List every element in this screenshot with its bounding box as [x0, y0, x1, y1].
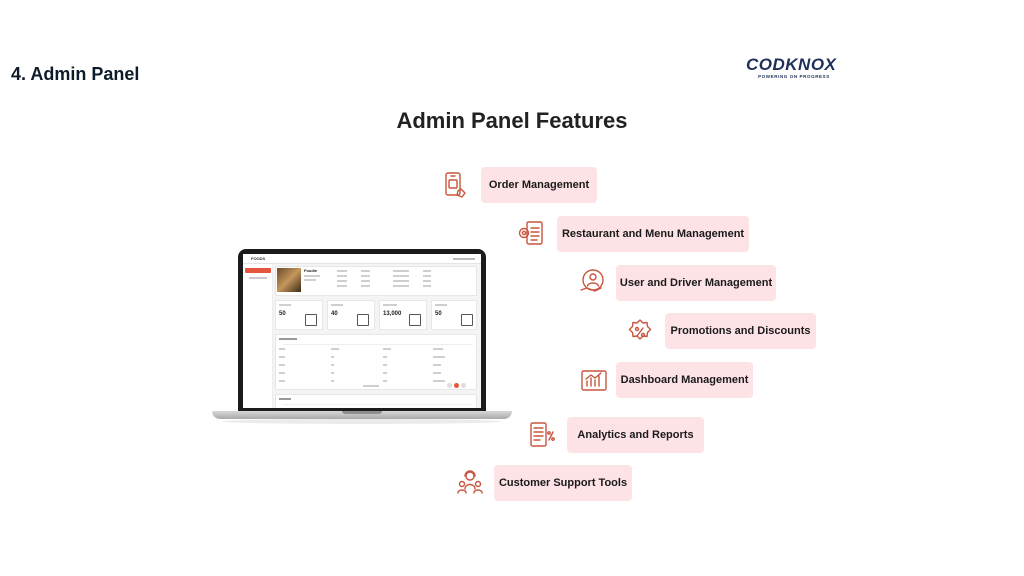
support-team-icon: [456, 469, 484, 497]
laptop-base: [212, 411, 512, 419]
screen-topbar: FOODS: [243, 254, 481, 264]
mobile-order-icon: [441, 171, 469, 199]
screen-table-cell: [383, 372, 387, 374]
bag-icon: [305, 314, 317, 326]
screen-stat-label: [331, 304, 343, 306]
screen-info-line: [337, 285, 347, 287]
screen-bottom-title: [279, 398, 291, 400]
feature-customer-support-tools: Customer Support Tools: [494, 465, 632, 501]
screen-sidebar-item: [249, 277, 267, 279]
screen-stat-label: [435, 304, 447, 306]
ticket-icon: [461, 314, 473, 326]
screen-table-cell: [383, 356, 387, 358]
laptop-shadow: [222, 419, 502, 424]
menu-settings-icon: [517, 219, 545, 247]
feature-dashboard-management: Dashboard Management: [616, 362, 753, 398]
report-percent-icon: [528, 421, 556, 449]
screen-stat-value: 40: [331, 311, 338, 317]
screen-stat-value: 50: [435, 311, 442, 317]
feature-promotions-discounts: Promotions and Discounts: [665, 313, 816, 349]
screen-info-line: [337, 270, 347, 272]
screen-table-divider: [283, 344, 473, 345]
screen-table-cell: [383, 380, 387, 382]
screen-info-line: [361, 280, 370, 282]
screen-table-cell: [433, 348, 443, 350]
screen-user-info: [453, 258, 475, 260]
features-heading-text: Admin Panel Features: [396, 108, 628, 133]
feature-order-management: Order Management: [481, 167, 597, 203]
screen-info-line: [337, 275, 347, 277]
dashboard-chart-icon: [580, 367, 608, 395]
screen-brand: FOODS: [251, 256, 266, 261]
slide-title: 4. Admin Panel: [11, 64, 140, 84]
screen-pager-dot: [447, 383, 452, 388]
screen-stat-label: [279, 304, 291, 306]
screen-sidebar: [243, 264, 273, 408]
screen-table-cell: [433, 380, 445, 382]
screen-info-line: [361, 270, 370, 272]
screen-table-cell: [279, 356, 285, 358]
screen-table-cell: [383, 364, 387, 366]
logo-tagline: POWERING ON PROGRESS: [758, 74, 830, 79]
screen-bottom-card: [275, 394, 477, 408]
screen-info-line: [423, 275, 431, 277]
screen-pager-text: [363, 385, 379, 387]
screen-sidebar-active: [245, 268, 271, 273]
building-icon: [409, 314, 421, 326]
features-heading: Admin Panel Features: [0, 108, 1024, 134]
screen-info-line: [361, 275, 370, 277]
screen-table-title: [279, 338, 297, 340]
feature-user-driver-management: User and Driver Management: [616, 265, 776, 301]
percent-badge-icon: [626, 318, 654, 346]
screen-restaurant-name: Foodie: [304, 268, 318, 273]
screen-table-cell: [279, 372, 285, 374]
screen-stat-label: [383, 304, 397, 306]
screen-restaurant-card: [275, 266, 477, 296]
screen-bottom-divider: [283, 404, 473, 405]
screen-restaurant-image: [277, 268, 301, 292]
laptop-screen-bezel: FOODS Foodie: [238, 249, 486, 411]
screen-info-line: [393, 280, 409, 282]
laptop-mockup: FOODS Foodie: [212, 249, 512, 425]
screen-table-cell: [383, 348, 391, 350]
screen-table-cell: [331, 380, 334, 382]
screen-table-cell: [433, 364, 441, 366]
feature-analytics-reports: Analytics and Reports: [567, 417, 704, 453]
screen-info-line: [393, 275, 409, 277]
screen-table-cell: [331, 348, 339, 350]
screen-info-line: [393, 270, 409, 272]
screen-info-line: [361, 285, 370, 287]
screen-info-line: [304, 275, 320, 277]
screen-table-cell: [331, 372, 334, 374]
feature-restaurant-menu-management: Restaurant and Menu Management: [557, 216, 749, 252]
screen-pager-dot: [461, 383, 466, 388]
screen-table-cell: [279, 364, 285, 366]
screen-table-cell: [331, 364, 334, 366]
screen-info-line: [423, 280, 431, 282]
screen-pager-dot-active: [454, 383, 459, 388]
screen-table-cell: [433, 356, 445, 358]
screen-table-cell: [279, 380, 285, 382]
user-hand-icon: [579, 268, 607, 296]
screen-info-line: [304, 279, 316, 281]
screen-info-line: [423, 285, 431, 287]
laptop-screen: FOODS Foodie: [243, 254, 481, 408]
screen-info-line: [337, 280, 347, 282]
screen-stat-value: 13,000: [383, 311, 402, 317]
screen-stat-value: 50: [279, 311, 286, 317]
menu-book-icon: [357, 314, 369, 326]
screen-info-line: [393, 285, 409, 287]
screen-info-line: [423, 270, 431, 272]
laptop-notch: [342, 411, 382, 414]
screen-table-card: [275, 334, 477, 390]
logo-wordmark: CODKNOX: [746, 55, 837, 74]
screen-table-cell: [279, 348, 285, 350]
screen-table-cell: [331, 356, 334, 358]
screen-table-cell: [433, 372, 441, 374]
brand-logo: CODKNOX POWERING ON PROGRESS: [746, 56, 842, 80]
